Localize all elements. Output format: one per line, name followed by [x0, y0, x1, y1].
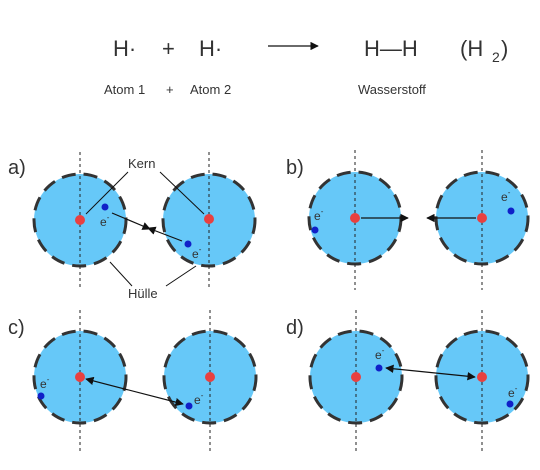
- nucleus: [204, 214, 214, 224]
- nucleus: [205, 372, 215, 382]
- attraction-arrow: [147, 226, 183, 242]
- formula-subscript: 2: [492, 49, 500, 65]
- electron-label: e-: [100, 213, 110, 229]
- attraction-arrow: [111, 212, 151, 230]
- electron: [375, 364, 383, 372]
- electron: [311, 226, 319, 234]
- caption-plus: +: [166, 82, 174, 97]
- panel-label-d: d): [286, 317, 304, 339]
- electron: [507, 207, 515, 215]
- kern-pointer: [85, 171, 129, 215]
- attraction-arrow: [85, 376, 184, 407]
- product-molecule: H—H: [364, 36, 418, 61]
- electron: [37, 392, 45, 400]
- electron-label: e-: [40, 375, 50, 391]
- panel-label-a: a): [8, 157, 26, 179]
- electron-label: e-: [314, 207, 324, 223]
- nucleus: [75, 372, 85, 382]
- reaction-equation: H· + H· H—H (H 2 ): [113, 36, 508, 65]
- nucleus: [477, 372, 487, 382]
- panel-c: c) e- e-: [8, 310, 258, 452]
- electron-label: e-: [194, 391, 204, 407]
- panel-label-c: c): [8, 317, 25, 339]
- electron-label: e-: [501, 188, 511, 204]
- nucleus: [350, 213, 360, 223]
- electron-label: e-: [508, 384, 518, 400]
- electron: [184, 240, 192, 248]
- nucleus: [351, 372, 361, 382]
- left-atom-1: H·: [113, 36, 136, 61]
- formula-open: (H: [460, 36, 483, 61]
- equation-plus: +: [162, 36, 175, 61]
- electron-label: e-: [375, 346, 385, 362]
- caption-atom-2: Atom 2: [190, 82, 231, 97]
- left-atom-2: H·: [199, 36, 222, 61]
- attraction-arrow: [385, 364, 476, 381]
- panel-b: b) e- e-: [286, 150, 530, 290]
- nucleus: [75, 215, 85, 225]
- caption-product: Wasserstoff: [358, 82, 426, 97]
- electron-label: e-: [192, 245, 202, 261]
- huelle-pointer: [109, 261, 133, 287]
- panel-label-b: b): [286, 157, 304, 179]
- caption-atom-1: Atom 1: [104, 82, 145, 97]
- equation-captions: Atom 1 + Atom 2 Wasserstoff: [104, 82, 426, 97]
- electron: [506, 400, 514, 408]
- electron: [185, 402, 193, 410]
- huelle-label: Hülle: [128, 286, 158, 301]
- kern-label: Kern: [128, 156, 155, 171]
- huelle-pointer: [165, 265, 197, 287]
- panel-a: a) e- e- Kern Hülle: [8, 152, 257, 301]
- electron: [101, 203, 109, 211]
- panel-d: d) e- e-: [286, 310, 530, 452]
- nucleus: [477, 213, 487, 223]
- formula-close: ): [501, 36, 508, 61]
- kern-pointer: [159, 171, 205, 215]
